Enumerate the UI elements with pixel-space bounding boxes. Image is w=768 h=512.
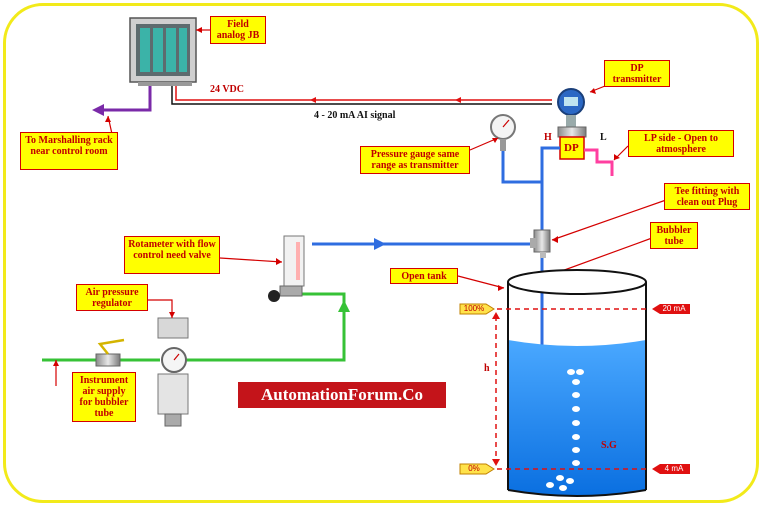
- air-regulator-callout: Air pressure regulator: [76, 284, 148, 311]
- level-0-tag: 0%: [468, 464, 480, 473]
- ball-valve-icon: [95, 338, 125, 367]
- height-arrowheads: [492, 312, 500, 466]
- signal-label: 4 - 20 mA AI signal: [314, 110, 396, 121]
- pressure-gauge-callout: Pressure gauge same range as transmitter: [360, 146, 470, 174]
- l-port-label: L: [600, 132, 607, 143]
- sg-label: S.G: [601, 440, 617, 451]
- lp-side-callout: LP side - Open to atmosphere: [628, 130, 734, 157]
- rotameter-callout: Rotameter with flow control need valve: [124, 236, 220, 274]
- air-arrowhead: [338, 300, 350, 312]
- instrument-air-callout: Instrument air supply for bubbler tube: [72, 372, 136, 422]
- vdc-label: 24 VDC: [210, 84, 244, 95]
- h-port-label: H: [544, 132, 552, 143]
- tee-fitting-icon: [530, 229, 551, 258]
- level-tags: [459, 303, 690, 475]
- ma-20-tag: 20 mA: [662, 304, 686, 313]
- bubbles: [546, 369, 584, 491]
- 24vdc-cable: [175, 86, 552, 101]
- open-tank-icon: [507, 269, 647, 497]
- marshalling-line: [104, 86, 152, 112]
- dp-label: DP: [564, 142, 579, 154]
- height-label: h: [484, 363, 490, 374]
- rotameter-icon: [268, 235, 305, 302]
- cable-arrows: [310, 97, 461, 103]
- flow-arrowhead: [374, 238, 386, 250]
- level-lines: [488, 308, 648, 470]
- site-banner: AutomationForum.Co: [238, 382, 446, 408]
- open-tank-callout: Open tank: [390, 268, 458, 284]
- lp-side-pipe: [584, 148, 614, 176]
- marshalling-callout: To Marshalling rack near control room: [20, 132, 118, 170]
- ma-4-tag: 4 mA: [664, 464, 684, 473]
- field-jb-callout: Field analog JB: [210, 16, 266, 44]
- pressure-gauge-icon: [490, 114, 516, 151]
- bubbler-tube-callout: Bubbler tube: [650, 222, 698, 249]
- tee-fitting-callout: Tee fitting with clean out Plug: [664, 183, 750, 210]
- marshalling-arrowhead: [92, 104, 104, 116]
- air-regulator-icon: [157, 317, 189, 427]
- field-jb-icon: [129, 17, 197, 86]
- level-100-tag: 100%: [463, 304, 485, 313]
- dp-transmitter-callout: DP transmitter: [604, 60, 670, 87]
- dp-transmitter-icon: [557, 88, 587, 160]
- signal-cable: [171, 86, 552, 105]
